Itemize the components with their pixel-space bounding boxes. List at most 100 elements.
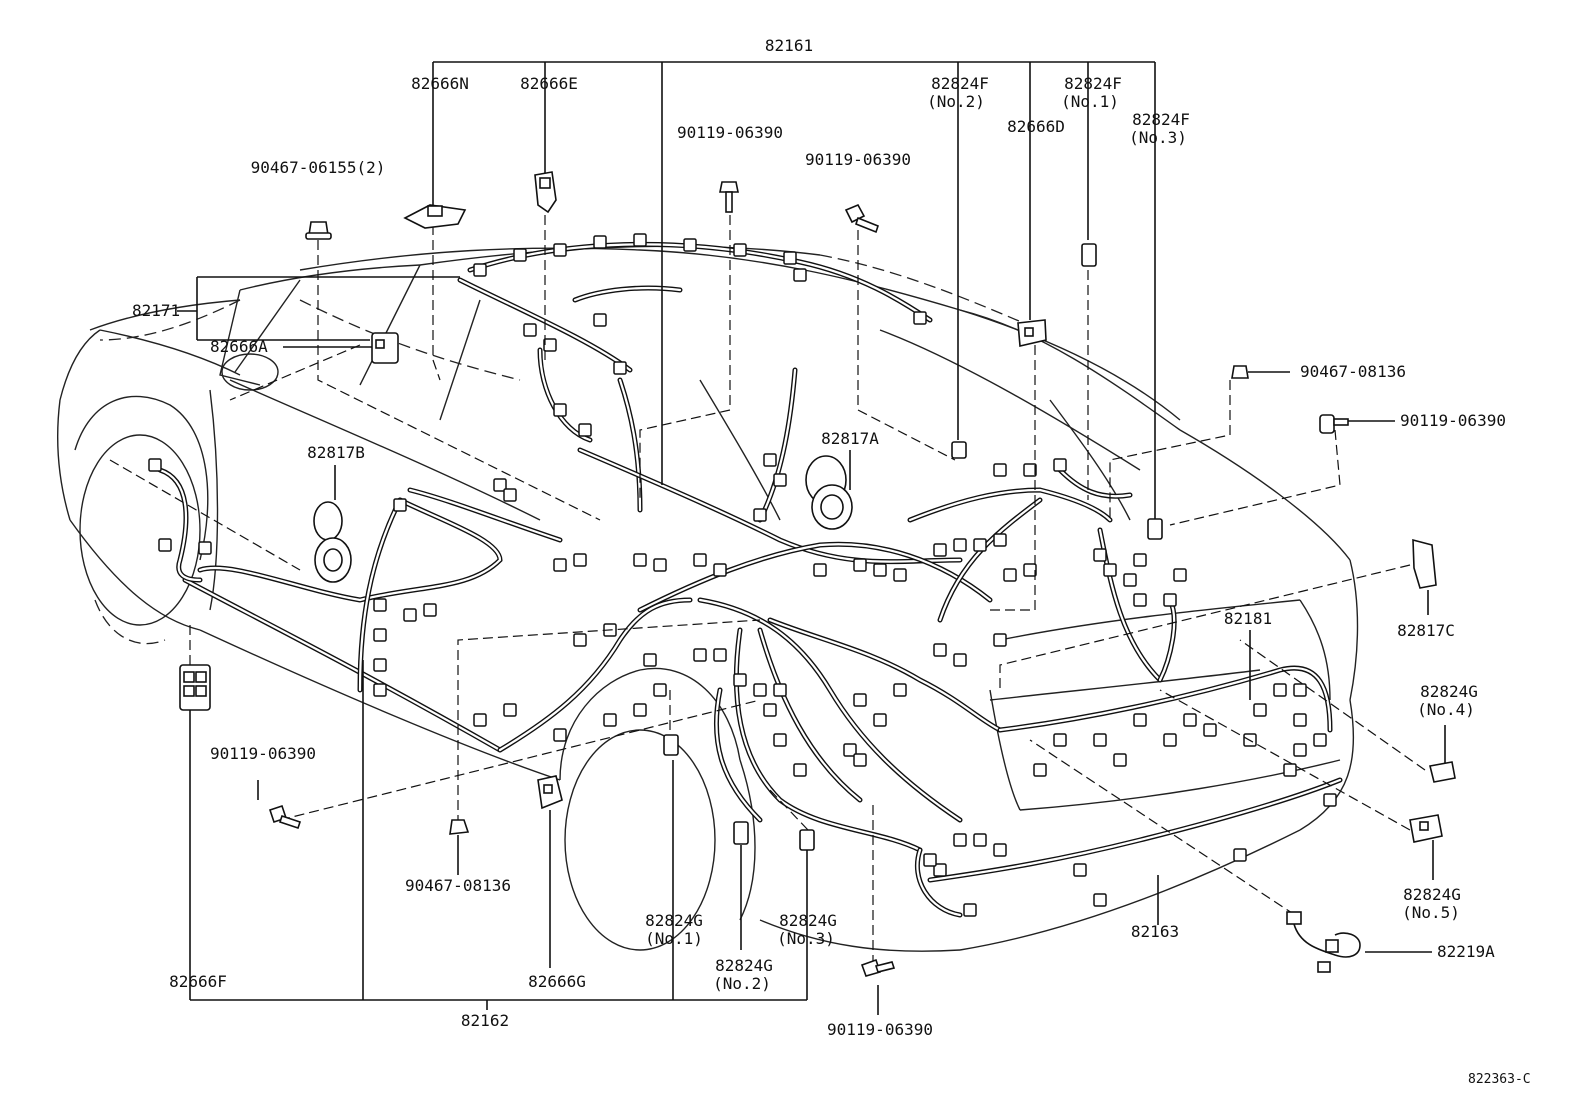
part-label-82824G-no1-sub: (No.1) — [645, 929, 703, 948]
harness-connector — [933, 643, 947, 657]
harness-connector — [993, 463, 1007, 477]
harness-connector — [953, 538, 967, 552]
harness-connector — [1133, 593, 1147, 607]
relay-82666A-icon — [371, 332, 399, 364]
part-label-90119-06390-left: 90119-06390 — [210, 744, 316, 763]
harness-connector — [653, 558, 667, 572]
harness-connector — [1233, 848, 1247, 862]
bolt-90119-06390-icon — [1319, 414, 1349, 434]
harness-connector — [523, 323, 537, 337]
wire-harnesses — [157, 241, 1343, 918]
harness-connector — [1023, 463, 1037, 477]
harness-connector — [953, 833, 967, 847]
harness-connector — [633, 233, 647, 247]
harness-connector — [1023, 563, 1037, 577]
bracket-82666N-icon — [403, 204, 467, 229]
part-label-90467-06155: 90467-06155(2) — [250, 158, 386, 177]
harness-connector — [873, 713, 887, 727]
harness-connector — [573, 633, 587, 647]
harness-connector — [913, 311, 927, 325]
harness-connector — [713, 648, 727, 662]
harness-connector — [993, 533, 1007, 547]
harness-connector — [1123, 573, 1137, 587]
harness-connector — [773, 733, 787, 747]
connector-82824G-no5-icon — [1409, 814, 1443, 843]
harness-connector — [933, 863, 947, 877]
harness-connector — [683, 238, 697, 252]
harness-connector — [993, 843, 1007, 857]
harness-connector — [603, 713, 617, 727]
car-body-outline — [57, 245, 1359, 952]
harness-connector — [813, 563, 827, 577]
harness-connector — [423, 603, 437, 617]
harness-connector — [1073, 863, 1087, 877]
harness-connector — [763, 453, 777, 467]
harness-connector — [503, 703, 517, 717]
harness-connector — [893, 683, 907, 697]
harness-connector — [1093, 548, 1107, 562]
harness-connector — [1093, 733, 1107, 747]
harness-connector — [893, 568, 907, 582]
part-label-82666D: 82666D — [1007, 117, 1065, 136]
clip-90467-08136-icon — [1231, 365, 1249, 379]
harness-connector — [763, 703, 777, 717]
part-label-82824F-no2: 82824F — [931, 74, 989, 93]
harness-connector — [148, 458, 162, 472]
bracket-82666G-icon — [537, 775, 563, 810]
bolt-90119-06390-icon — [268, 804, 302, 830]
pigtail-82219A-icon — [1286, 911, 1361, 973]
part-label-82817B: 82817B — [307, 443, 365, 462]
part-label-90119-06390-top: 90119-06390 — [677, 123, 783, 142]
part-label-82824F-no3-sub: (No.3) — [1129, 128, 1187, 147]
bolt-90119-06390-icon — [719, 181, 739, 213]
part-label-82824F-no2-sub: (No.2) — [927, 92, 985, 111]
harness-connector — [553, 728, 567, 742]
harness-connector — [1133, 713, 1147, 727]
harness-connector — [633, 703, 647, 717]
harness-connector — [503, 488, 517, 502]
harness-connector — [473, 713, 487, 727]
harness-connector — [753, 683, 767, 697]
connector-82824F-no3-icon — [1147, 518, 1163, 540]
bolt-90119-06390-icon — [860, 958, 896, 977]
harness-connector — [1033, 763, 1047, 777]
harness-connector — [493, 478, 507, 492]
harness-connector — [953, 653, 967, 667]
connector-82824F-no2-icon — [951, 441, 967, 459]
harness-connector — [573, 553, 587, 567]
part-label-82666N: 82666N — [411, 74, 469, 93]
harness-connector — [158, 538, 172, 552]
part-label-82817A: 82817A — [821, 429, 879, 448]
connector-82824G-no1-icon — [663, 734, 679, 756]
harness-connector — [613, 361, 627, 375]
harness-connector — [393, 498, 407, 512]
harness-connector — [1113, 753, 1127, 767]
harness-connector — [1053, 733, 1067, 747]
connector-82824G-no2-icon — [733, 821, 749, 845]
harness-connector — [553, 243, 567, 257]
harness-connector — [1053, 458, 1067, 472]
harness-connector — [773, 473, 787, 487]
part-label-82824G-no3: 82824G — [779, 911, 837, 930]
part-label-90119-06390-bottom: 90119-06390 — [827, 1020, 933, 1039]
part-label-82824G-no1: 82824G — [645, 911, 703, 930]
part-label-82824G-no5: 82824G — [1403, 885, 1461, 904]
part-label-90119-06390-top2: 90119-06390 — [805, 150, 911, 169]
harness-connector — [553, 403, 567, 417]
harness-connector — [1273, 683, 1287, 697]
harness-connector — [373, 658, 387, 672]
harness-connector — [643, 653, 657, 667]
leader-lines — [177, 61, 1446, 1015]
harness-connector — [873, 563, 887, 577]
part-label-82161: 82161 — [764, 36, 814, 55]
harness-connector — [198, 541, 212, 555]
harness-connector — [923, 853, 937, 867]
harness-connector — [1293, 713, 1307, 727]
relay-block-82666F-icon — [179, 664, 211, 711]
harness-connector — [793, 268, 807, 282]
harness-connector — [1293, 743, 1307, 757]
harness-connector — [733, 673, 747, 687]
part-label-82824F-no3: 82824F — [1132, 110, 1190, 129]
bolt-90119-06390-icon — [844, 203, 879, 234]
harness-connector — [1323, 793, 1337, 807]
